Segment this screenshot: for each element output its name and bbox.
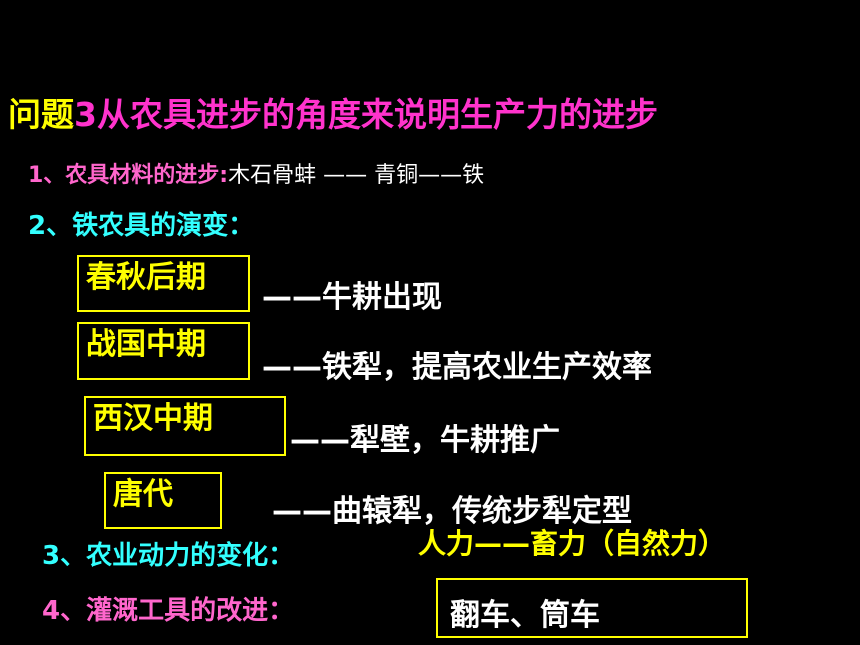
era-box-chunqiu: 春秋后期 <box>77 255 250 312</box>
irrigation-tools-box <box>436 578 748 638</box>
title-prefix: 问题 <box>8 95 74 134</box>
era-desc-tang: ——曲辕犁，传统步犁定型 <box>272 494 632 529</box>
point-power-label: 3、农业动力的变化： <box>42 541 295 571</box>
point-irrigation-value: 翻车、筒车 <box>450 598 600 633</box>
title-text: 从农具进步的角度来说明生产力的进步 <box>96 95 658 134</box>
era-desc-chunqiu: ——牛耕出现 <box>262 280 442 315</box>
point-power-value: 人力——畜力（自然力） <box>418 527 727 560</box>
era-box-tang: 唐代 <box>104 472 222 529</box>
era-desc-xihan: ——犁壁，牛耕推广 <box>290 423 560 458</box>
point-materials: 1、农具材料的进步:木石骨蚌 —— 青铜——铁 <box>28 157 484 189</box>
title-number: 3 <box>74 95 97 134</box>
point-iron-evolution-label: 2、铁农具的演变： <box>28 211 255 241</box>
point-materials-label: 1、农具材料的进步: <box>28 163 229 188</box>
era-box-xihan: 西汉中期 <box>84 396 286 456</box>
era-desc-zhanguo: ——铁犁，提高农业生产效率 <box>262 350 652 385</box>
era-box-zhanguo: 战国中期 <box>77 322 250 380</box>
slide-title: 问题3从农具进步的角度来说明生产力的进步 <box>8 88 658 136</box>
point-materials-value: 木石骨蚌 —— 青铜——铁 <box>228 163 485 188</box>
point-irrigation-label: 4、灌溉工具的改进： <box>42 596 295 626</box>
